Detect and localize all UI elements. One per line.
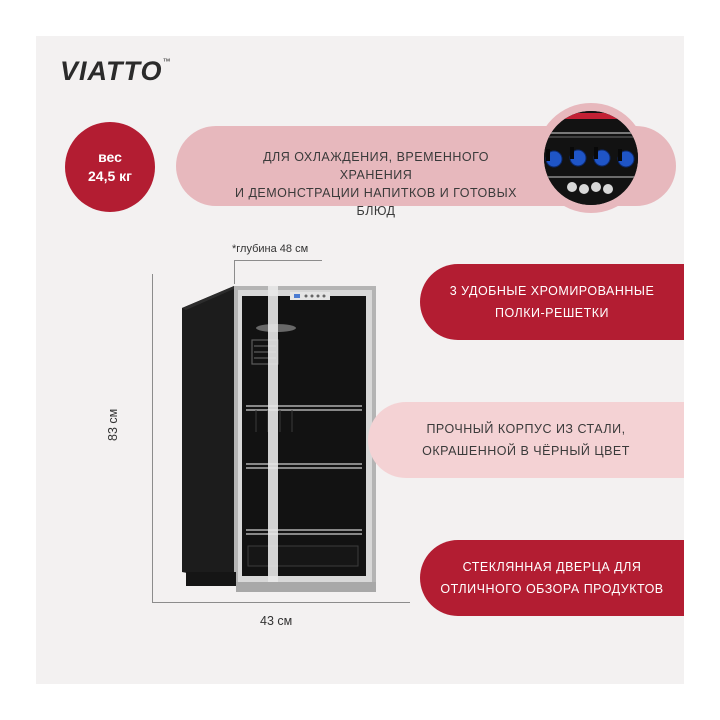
purpose-line-2: И ДЕМОНСТРАЦИИ НАПИТКОВ И ГОТОВЫХ БЛЮД [235,186,517,218]
weight-label: вес [98,149,122,165]
feature-shelves-line-2: ПОЛКИ-РЕШЕТКИ [494,306,610,320]
feature-banner-body: ПРОЧНЫЙ КОРПУС ИЗ СТАЛИ, ОКРАШЕННОЙ В ЧЁ… [368,402,684,478]
brand-name: VIATTO [60,56,163,86]
trademark-mark: ™ [162,57,172,66]
depth-line-tick [234,260,235,284]
bottles-illustration [544,111,638,205]
purpose-text: ДЛЯ ОХЛАЖДЕНИЯ, ВРЕМЕННОГО ХРАНЕНИЯ И ДЕ… [226,148,526,220]
control-panel [290,292,330,300]
feature-banner-door: СТЕКЛЯННАЯ ДВЕРЦА ДЛЯ ОТЛИЧНОГО ОБЗОРА П… [420,540,684,616]
shelf-1 [246,405,362,411]
bottom-drawer [247,545,359,567]
fridge-top-edge [182,286,236,310]
feature-shelves-line-1: 3 УДОБНЫЕ ХРОМИРОВАННЫЕ [449,284,655,298]
height-line [152,274,153,602]
side-base [186,572,236,586]
feature-door-line-2: ОТЛИЧНОГО ОБЗОРА ПРОДУКТОВ [440,582,664,596]
product-card: VIATTO™ ДЛЯ ОХЛАЖДЕНИЯ, ВРЕМЕННОГО ХРАНЕ… [36,36,684,684]
fridge-side-panel [182,286,234,582]
height-label: 83 см [106,408,120,441]
purpose-line-1: ДЛЯ ОХЛАЖДЕНИЯ, ВРЕМЕННОГО ХРАНЕНИЯ [263,150,489,182]
feature-banner-shelves: 3 УДОБНЫЕ ХРОМИРОВАННЫЕ ПОЛКИ-РЕШЕТКИ [420,264,684,340]
weight-value: 24,5 кг [88,168,132,184]
glass-door [242,296,366,576]
width-line [152,602,410,603]
shelf-2 [246,463,362,469]
fridge-illustration [182,286,376,592]
base-plinth [236,582,376,592]
width-label: 43 см [260,614,293,628]
brand-logo: VIATTO™ [60,56,172,87]
shelf-3 [246,529,362,535]
depth-line [234,260,322,261]
weight-badge: вес 24,5 кг [65,122,155,212]
feature-body-line-2: ОКРАШЕННОЙ В ЧЁРНЫЙ ЦВЕТ [422,444,630,458]
interior-photo [536,103,646,213]
interior-photo-image [544,111,638,205]
feature-body-line-1: ПРОЧНЫЙ КОРПУС ИЗ СТАЛИ, [426,422,626,436]
depth-label: *глубина 48 см [232,243,309,255]
feature-door-line-1: СТЕКЛЯННАЯ ДВЕРЦА ДЛЯ [462,560,642,574]
door-handle [268,286,278,586]
